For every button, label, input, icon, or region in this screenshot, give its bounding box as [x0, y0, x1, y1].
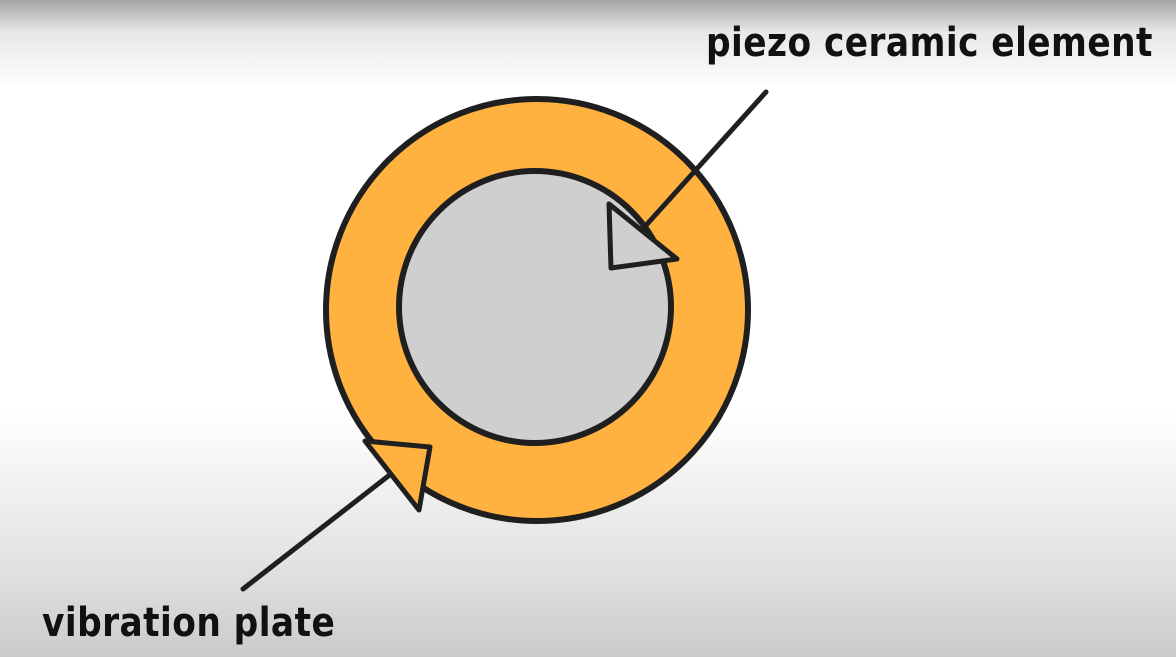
piezo-ceramic-disc — [396, 168, 674, 446]
plate-arrow-line — [240, 467, 399, 592]
piezo-arrowhead — [606, 201, 680, 271]
vibration-plate-label: vibration plate — [42, 600, 336, 646]
plate-arrowhead — [362, 438, 433, 513]
piezo-ceramic-label: piezo ceramic element — [706, 20, 1153, 66]
piezo-arrow-line — [637, 89, 769, 235]
